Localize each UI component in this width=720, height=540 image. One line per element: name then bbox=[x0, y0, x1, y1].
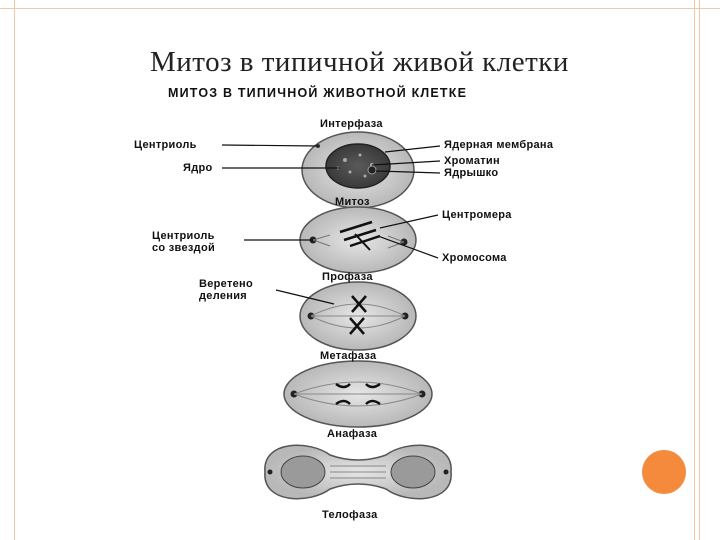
pointer-lines bbox=[221, 144, 441, 305]
label-spindle-1: Веретено bbox=[199, 278, 254, 290]
frame-line-left bbox=[14, 0, 15, 540]
label-nucleus: Ядро bbox=[183, 162, 213, 174]
label-chromatin: Хроматин bbox=[444, 155, 500, 167]
label-centriole: Центриоль bbox=[134, 139, 197, 151]
label-nucleolus: Ядрышко bbox=[444, 167, 499, 179]
stage-label-metaphase: Метафаза bbox=[320, 350, 377, 362]
diagram-title: МИТОЗ В ТИПИЧНОЙ ЖИВОТНОЙ КЛЕТКЕ bbox=[168, 86, 468, 100]
label-centromere: Центромера bbox=[442, 209, 512, 221]
stage-label-telophase: Телофаза bbox=[322, 509, 378, 521]
label-spindle-2: деления bbox=[199, 290, 247, 302]
interphase-cell bbox=[301, 131, 415, 209]
label-chromosome: Хромосома bbox=[442, 252, 507, 264]
prophase-cell bbox=[299, 206, 417, 274]
frame-line-top bbox=[0, 8, 720, 9]
anaphase-cell bbox=[283, 360, 433, 428]
label-centriole-star-2: со звездой bbox=[152, 242, 216, 254]
decorative-orange-circle bbox=[642, 450, 686, 494]
stage-label-anaphase: Анафаза bbox=[327, 428, 378, 440]
stage-label-interphase: Интерфаза bbox=[320, 118, 383, 130]
label-centriole-star-1: Центриоль bbox=[152, 230, 215, 242]
frame-line-right-inner bbox=[699, 0, 700, 540]
frame-line-right bbox=[694, 0, 695, 540]
slide-title: Митоз в типичной живой клетки bbox=[150, 46, 569, 78]
stage-label-prophase: Профаза bbox=[322, 271, 373, 283]
metaphase-cell bbox=[299, 281, 417, 351]
label-nuclear-membrane: Ядерная мембрана bbox=[444, 139, 554, 151]
telophase-cell bbox=[264, 444, 452, 500]
stage-label-mitosis: Митоз bbox=[335, 196, 370, 208]
